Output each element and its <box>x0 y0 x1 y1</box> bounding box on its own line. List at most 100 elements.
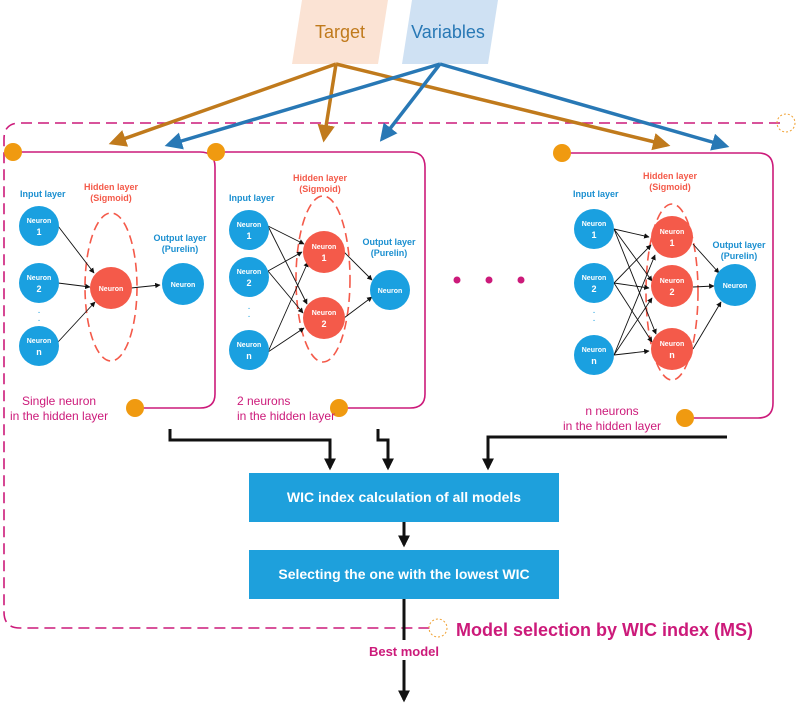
model-n-caption-line2: in the hidden layer <box>563 419 661 433</box>
connection <box>692 301 722 350</box>
neuron-index: 1 <box>321 253 326 263</box>
hidden-layer-activation: (Sigmoid) <box>299 184 341 194</box>
hidden-layer-outline <box>645 203 699 381</box>
svg-text:·: · <box>247 311 250 322</box>
connection <box>692 283 715 289</box>
neuron-label: Neuron <box>312 244 337 251</box>
model-n-network: Input layer Hidden layer (Sigmoid) Outpu… <box>563 171 766 433</box>
model-1-to-wic-arrow <box>168 429 336 471</box>
neuron-label: Neuron <box>660 341 685 348</box>
neuron-label: Neuron <box>723 283 748 290</box>
lowest-wic-selection-box: Selecting the one with the lowest WIC <box>249 550 559 599</box>
hidden-layer-outline <box>295 195 351 363</box>
connection <box>613 282 653 343</box>
variables-label: Variables <box>411 22 485 42</box>
connection <box>343 296 373 319</box>
input-neuron: Neuron 1 <box>574 209 614 249</box>
variables-arrow-model-2 <box>379 62 442 142</box>
connection <box>57 282 91 290</box>
svg-text:·: · <box>247 303 250 314</box>
input-neuron: Neuron n <box>574 335 614 375</box>
model-n-corner-dot-bottom <box>676 409 694 427</box>
neuron-index: 1 <box>36 227 41 237</box>
svg-text:·: · <box>37 315 40 326</box>
lowest-wic-selection-label: Selecting the one with the lowest WIC <box>278 566 529 582</box>
input-neuron: Neuron n <box>229 330 269 370</box>
hidden-layer-activation: (Sigmoid) <box>90 193 132 203</box>
vertical-ellipsis: · · <box>37 307 40 326</box>
neuron-label: Neuron <box>582 275 607 282</box>
neuron-label: Neuron <box>27 218 52 225</box>
connection <box>613 228 657 335</box>
connection <box>267 251 303 272</box>
model-2-to-wic-arrow <box>376 429 394 471</box>
input-layer-label: Input layer <box>573 189 619 199</box>
hidden-layer-label: Hidden layer <box>293 173 348 183</box>
connection <box>267 225 308 305</box>
neuron-label: Neuron <box>171 282 196 289</box>
neuron-label: Neuron <box>237 342 262 349</box>
output-neuron: Neuron <box>162 263 204 305</box>
connection <box>613 348 650 356</box>
input-neuron: Neuron n <box>19 326 59 366</box>
model-1-corner-dot-bottom <box>126 399 144 417</box>
output-layer-activation: (Purelin) <box>721 251 758 261</box>
target-label: Target <box>315 22 365 42</box>
connection <box>343 251 373 281</box>
neuron-label: Neuron <box>27 275 52 282</box>
neuron-label: Neuron <box>378 288 403 295</box>
svg-text:·: · <box>37 307 40 318</box>
model-n-border <box>562 152 774 419</box>
best-model-label: Best model <box>369 644 439 659</box>
output-neuron: Neuron <box>714 264 756 306</box>
model-1-caption-line1: Single neuron <box>22 394 96 408</box>
hidden-neuron: Neuron 2 <box>303 297 345 339</box>
neuron-label: Neuron <box>660 278 685 285</box>
vertical-ellipsis: · · <box>592 307 595 326</box>
input-neuron: Neuron 2 <box>574 263 614 303</box>
distribution-arrows <box>108 62 730 151</box>
neuron-index: n <box>591 356 597 366</box>
collector-arrows <box>168 429 727 471</box>
connection <box>57 225 95 274</box>
output-neuron: Neuron <box>370 270 410 310</box>
model-n-to-wic-arrow <box>482 435 727 471</box>
hidden-layer-label: Hidden layer <box>84 182 139 192</box>
variables-arrow-model-1 <box>164 62 441 150</box>
neuron-label: Neuron <box>660 229 685 236</box>
input-neuron: Neuron 2 <box>19 263 59 303</box>
input-neuron: Neuron 2 <box>229 257 269 297</box>
model-1-caption-line2: in the hidden layer <box>10 409 108 423</box>
neuron-label: Neuron <box>237 222 262 229</box>
input-neuron: Neuron 1 <box>19 206 59 246</box>
connection <box>613 282 650 290</box>
model-2-caption-line2: in the hidden layer <box>237 409 335 423</box>
neuron-index: 1 <box>591 230 596 240</box>
neuron-label: Neuron <box>582 221 607 228</box>
neuron-index: 1 <box>246 231 251 241</box>
neuron-label: Neuron <box>27 338 52 345</box>
output-layer-activation: (Purelin) <box>371 248 408 258</box>
connection <box>613 254 656 356</box>
hidden-neuron: Neuron 1 <box>303 231 345 273</box>
more-models-ellipsis <box>453 276 525 284</box>
connection <box>130 282 161 289</box>
output-layer-label: Output layer <box>362 237 416 247</box>
hidden-layer-activation: (Sigmoid) <box>649 182 691 192</box>
model-2-corner-dot-bottom <box>330 399 348 417</box>
variables-input: Variables <box>402 0 498 64</box>
neuron-label: Neuron <box>582 347 607 354</box>
output-layer-label: Output layer <box>712 240 766 250</box>
output-layer-activation: (Purelin) <box>162 244 199 254</box>
neuron-index: 2 <box>321 319 326 329</box>
input-neuron: Neuron 1 <box>229 210 269 250</box>
target-input: Target <box>292 0 388 64</box>
connection <box>267 225 305 245</box>
neuron-index: n <box>669 350 675 360</box>
frame-title: Model selection by WIC index (MS) <box>456 620 753 640</box>
hidden-neuron: Neuron 2 <box>651 265 693 307</box>
model-2-network: Input layer Hidden layer (Sigmoid) Outpu… <box>229 173 416 423</box>
model-1-border <box>14 151 216 409</box>
model-1-network: Input layer Hidden layer (Sigmoid) Outpu… <box>10 182 207 423</box>
